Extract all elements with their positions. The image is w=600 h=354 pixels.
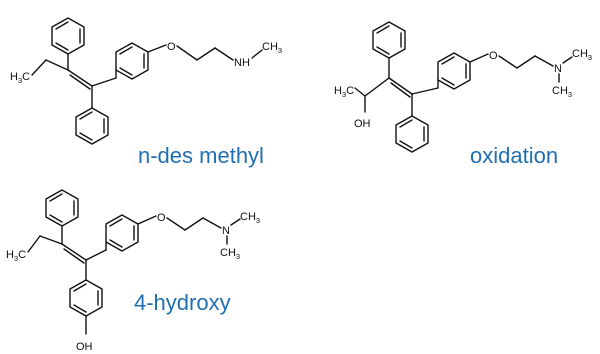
top-phenyl-ring: [51, 17, 85, 55]
top-phenyl-ring: [372, 21, 406, 59]
amine-label: N: [554, 63, 562, 75]
n-methyl-b-label: CH3: [552, 85, 572, 99]
caption-oxidation: oxidation: [470, 143, 558, 168]
n-methyl-b-label: CH3: [220, 247, 240, 261]
molecule-n-desmethyl: H3C O NH CH3 n-des methyl: [10, 17, 282, 168]
caption-4-hydroxy: 4-hydroxy: [134, 290, 231, 315]
bottom-phenyl-ring: [395, 115, 429, 153]
hydroxyphenyl-ring: [69, 279, 103, 317]
ethyl-methyl-label: H3C: [10, 71, 30, 85]
ether-oxygen-label: O: [489, 50, 498, 62]
molecule-4-hydroxy: H3C OH O N CH3 CH3 4-hydroxy: [6, 189, 260, 353]
right-aryl-ring: [105, 214, 139, 252]
n-methyl-a-label: CH3: [240, 211, 260, 225]
ether-oxygen-label: O: [157, 212, 166, 224]
hydroxyl-label: OH: [354, 118, 371, 130]
amine-label: NH: [234, 57, 250, 69]
bottom-phenyl-ring: [75, 107, 109, 145]
right-aryl-ring: [437, 52, 471, 90]
molecule-oxidation: H3C OH O N CH3 CH3 oxidation: [334, 21, 592, 168]
amine-label: N: [222, 225, 230, 237]
caption-n-desmethyl: n-des methyl: [138, 143, 264, 168]
top-phenyl-ring: [45, 189, 79, 227]
methyl-label: H3C: [334, 85, 354, 99]
n-methyl-label: CH3: [262, 41, 282, 55]
ethyl-methyl-label: H3C: [6, 249, 26, 263]
hydroxyl-label: OH: [76, 341, 93, 353]
n-methyl-a-label: CH3: [572, 48, 592, 62]
right-aryl-ring: [115, 42, 149, 80]
ether-oxygen-label: O: [167, 41, 176, 53]
